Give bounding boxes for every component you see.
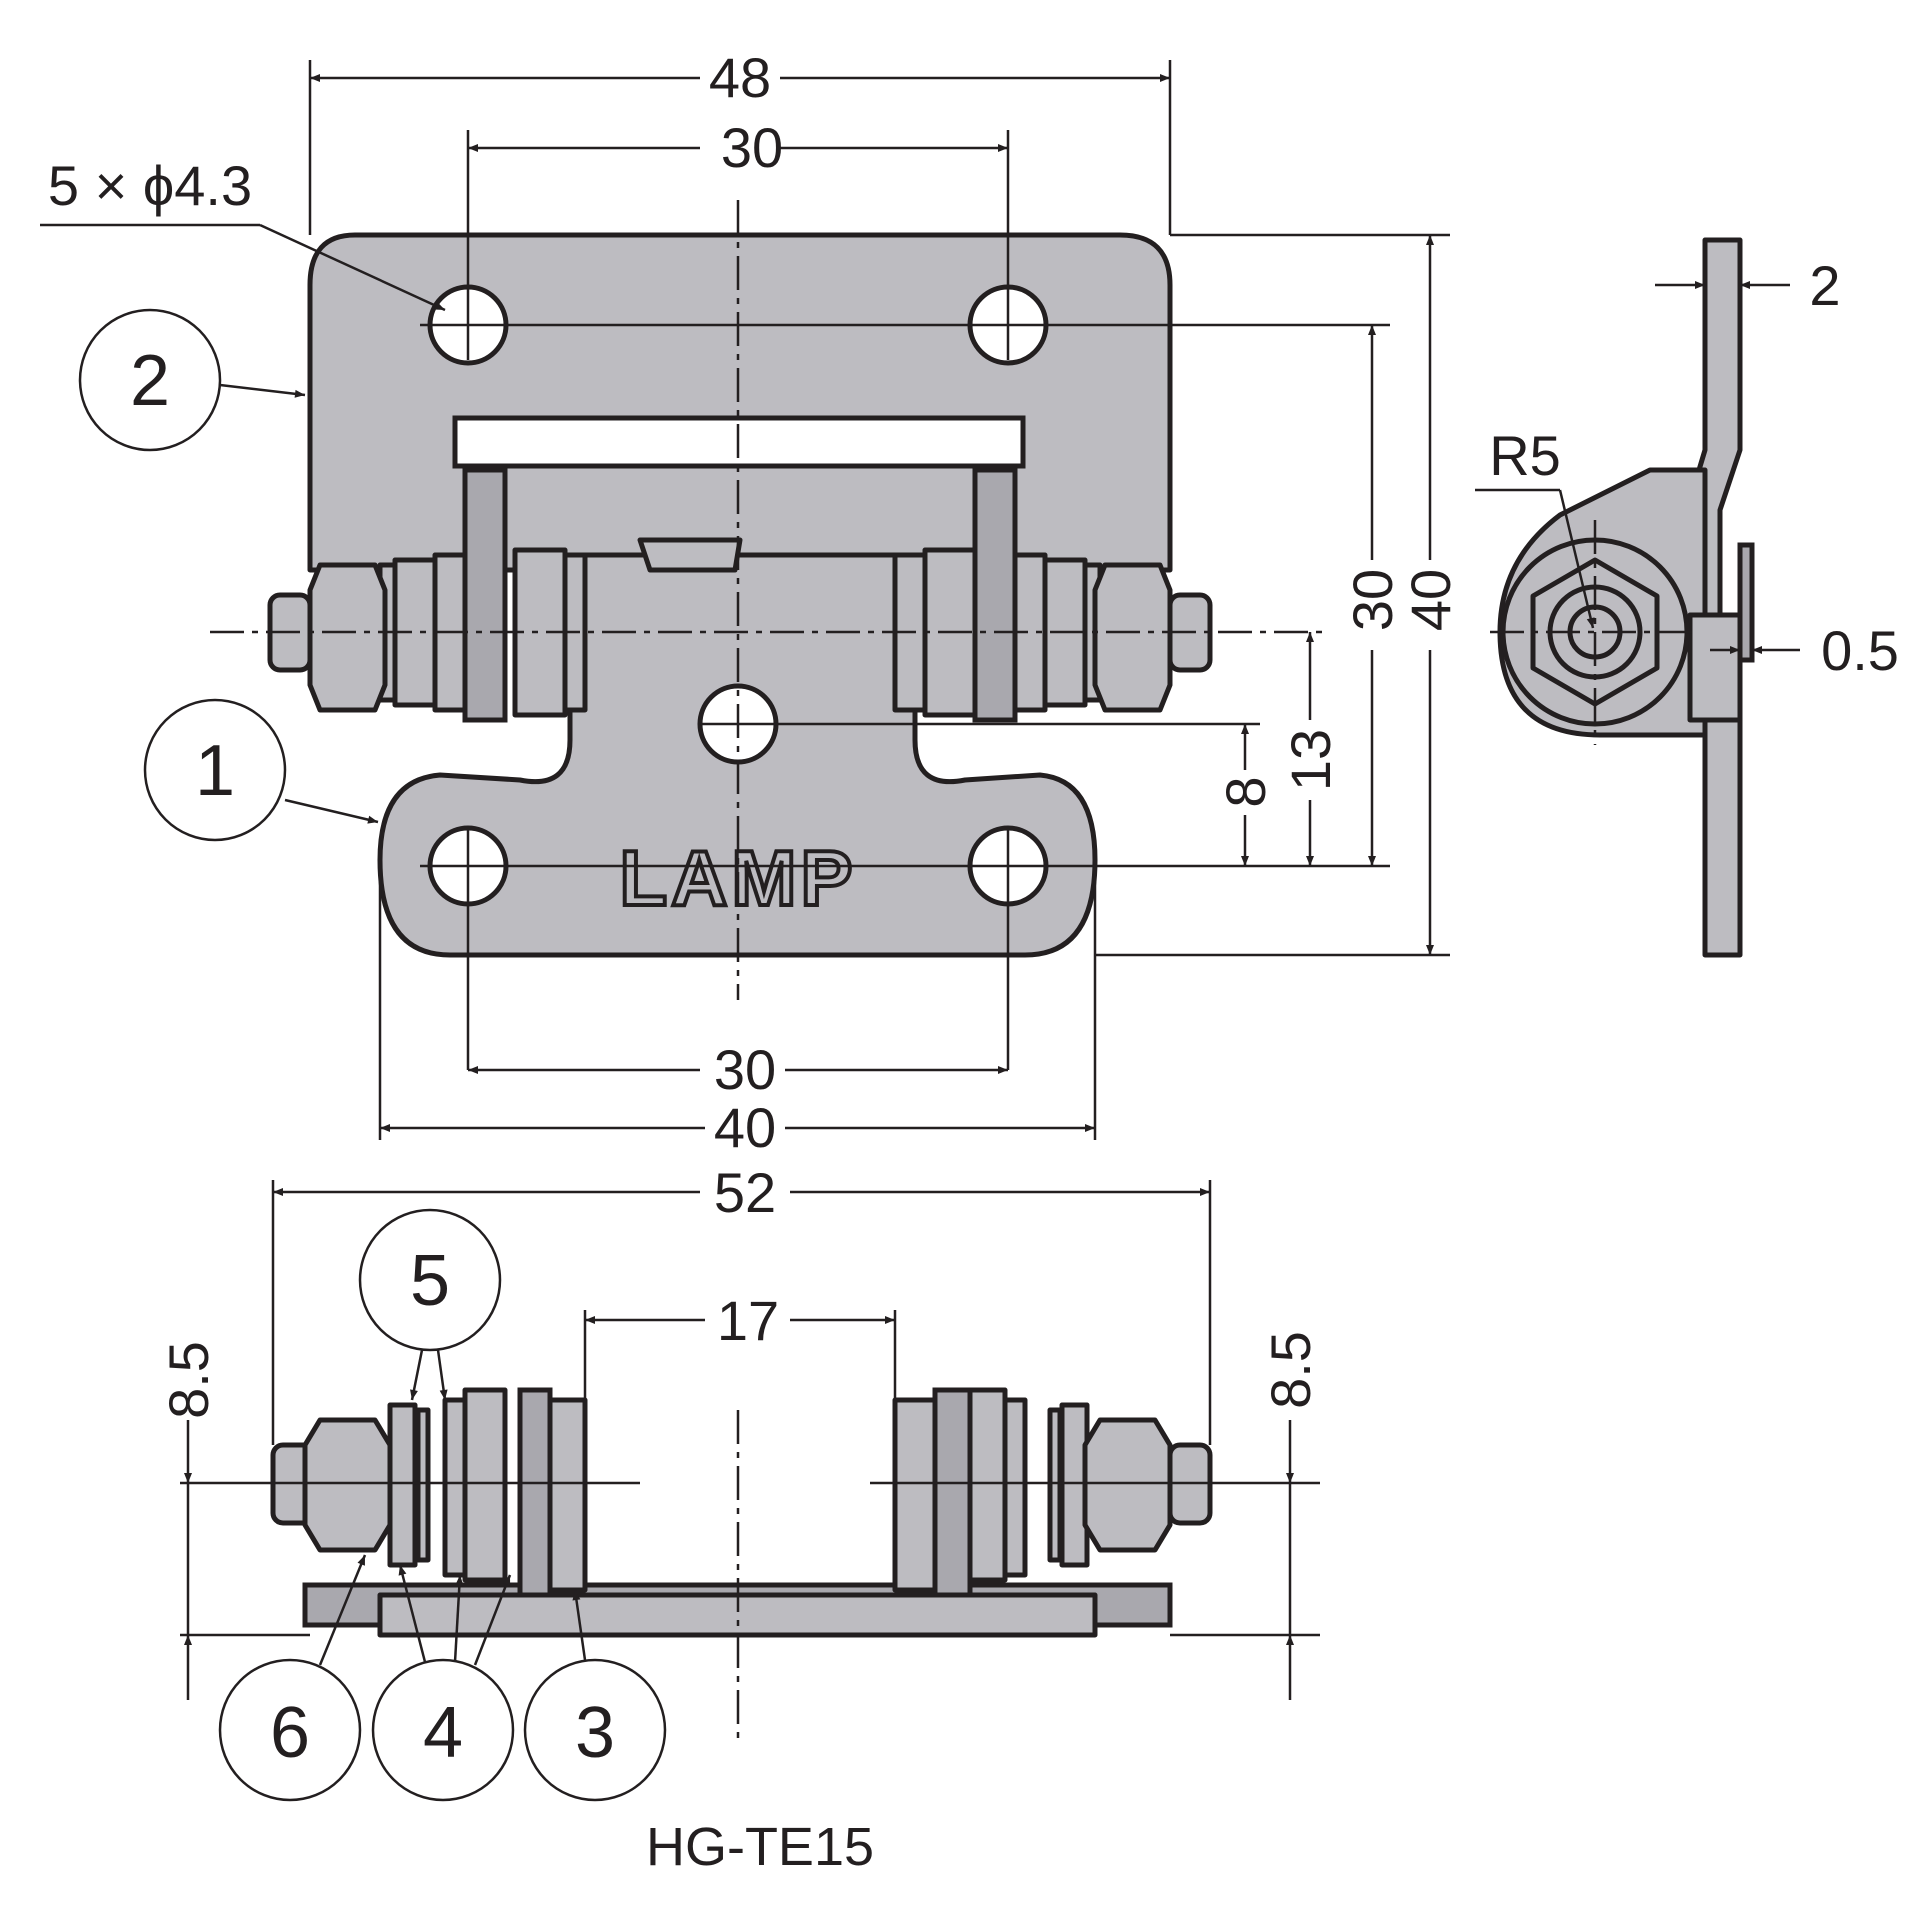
side-view: R5 2 0.5: [1475, 237, 1899, 958]
washer-right-2: [922, 547, 978, 718]
nut-right: [1092, 562, 1173, 713]
callout-2: [78, 308, 222, 452]
dim-height-holes: 30: [1341, 569, 1404, 631]
side-leaf-plate: [1687, 612, 1743, 723]
bottom-washer-r1: [892, 1397, 938, 1593]
dim-center-hole-offset: 8: [1214, 776, 1277, 807]
callouts: 2 1 5 6 4 3: [78, 308, 667, 1802]
dim-top-overall-width: 48: [709, 46, 771, 109]
bottom-washer-l2: [415, 1407, 431, 1563]
knuckle-right-outer: [972, 467, 1018, 723]
callout-4-label: 4: [423, 1693, 463, 1773]
callout-1-label: 1: [195, 731, 235, 811]
bottom-knuckle-l: [517, 1387, 553, 1598]
leaf-2: [307, 232, 1173, 573]
dim-height-overall: 40: [1399, 569, 1462, 631]
callout-1: [143, 698, 287, 842]
bottom-nut-left: [302, 1417, 393, 1553]
dim-bottom-hole-pitch: 30: [714, 1038, 776, 1101]
dim-inner-gap: 17: [717, 1289, 779, 1352]
dim-bottom-leaf-width: 40: [714, 1096, 776, 1159]
callout-5: [358, 1208, 502, 1352]
hole-note: 5 × ϕ4.3: [48, 154, 252, 217]
dim-offset-small: 0.5: [1821, 619, 1899, 682]
side-leaf-lower: [1702, 717, 1743, 958]
dim-plate-thickness: 2: [1809, 254, 1840, 317]
dim-pivot-to-hole: 13: [1279, 729, 1342, 791]
bottom-washer-l3: [442, 1397, 468, 1578]
bottom-dimensions: 52 17 8.5 8.5: [157, 1161, 1322, 1700]
callout-3: [523, 1658, 667, 1802]
knuckle-left-outer: [462, 467, 508, 723]
bottom-nut-right: [1082, 1417, 1173, 1553]
dim-overall-width-side: 52: [714, 1161, 776, 1224]
dim-top-hole-pitch: 30: [721, 116, 783, 179]
callout-5-label: 5: [410, 1241, 450, 1321]
bottom-knuckle-r: [932, 1387, 973, 1598]
callout-2-label: 2: [130, 341, 170, 421]
front-dimensions: 48 30 5 × ϕ4.3 30 40 40 30 13: [40, 46, 1462, 1159]
bottom-washer-l4: [462, 1387, 508, 1583]
bottom-washer-r4: [1047, 1407, 1063, 1563]
side-plate-edge: [1737, 542, 1755, 663]
callout-6: [218, 1658, 362, 1802]
logo-text: LAMP: [620, 834, 857, 922]
callout-3-label: 3: [575, 1693, 615, 1773]
front-view: LAMP: [210, 200, 1390, 1070]
bottom-washer-l1: [387, 1402, 418, 1568]
bottom-washer-r3: [1002, 1397, 1028, 1578]
model-label: HG-TE15: [646, 1817, 874, 1877]
nut-left: [307, 562, 388, 713]
bottom-washer-r2: [967, 1387, 1008, 1583]
dim-axis-height-right: 8.5: [1259, 1331, 1322, 1409]
dim-axis-height-left: 8.5: [157, 1341, 220, 1419]
callout-6-label: 6: [270, 1693, 310, 1773]
callout-4: [371, 1658, 515, 1802]
leaf-1-notch: [637, 537, 743, 573]
bottom-washer-l5: [547, 1397, 588, 1593]
radius-note: R5: [1489, 424, 1561, 487]
bottom-view: [180, 1387, 1320, 1740]
